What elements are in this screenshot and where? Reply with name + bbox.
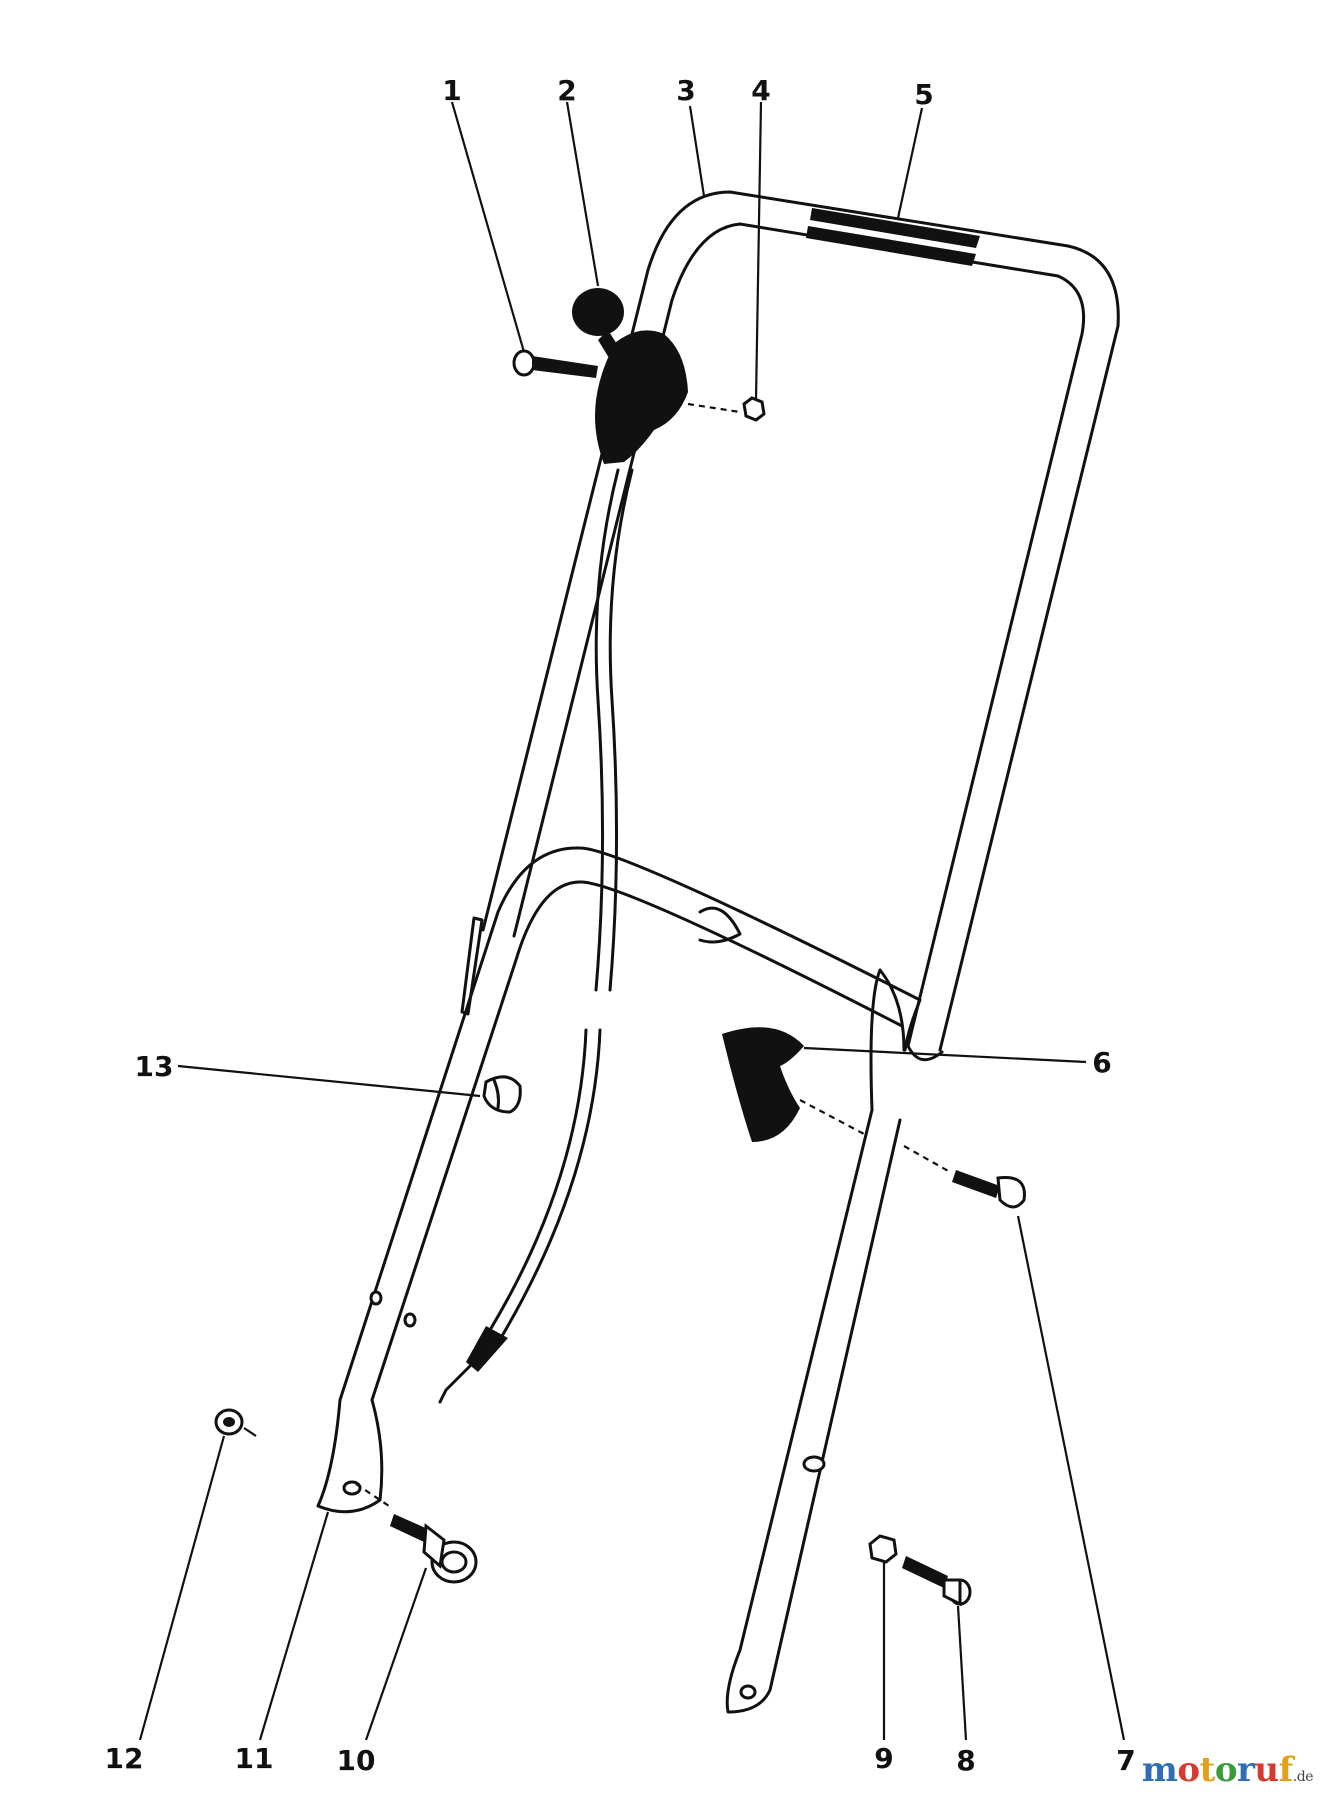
watermark-letter: u	[1254, 1750, 1279, 1790]
nut-4	[687, 396, 766, 422]
callout-9: 9	[874, 1742, 893, 1775]
nut-9	[868, 1534, 898, 1564]
callout-6: 6	[1092, 1046, 1111, 1079]
callout-5: 5	[914, 78, 933, 111]
leader-lines	[138, 101, 1126, 1741]
control-lever	[572, 288, 688, 464]
bushing-13	[482, 1075, 522, 1114]
callout-13: 13	[135, 1050, 174, 1083]
watermark-suffix: .de	[1292, 1769, 1314, 1785]
watermark-letter: o	[1214, 1750, 1238, 1790]
callout-2: 2	[557, 74, 576, 107]
watermark-letter: o	[1177, 1750, 1200, 1790]
control-cable	[438, 468, 634, 1404]
grip	[806, 208, 980, 266]
watermark-letter: m	[1141, 1750, 1178, 1790]
callout-1: 1	[442, 74, 461, 107]
callout-4: 4	[751, 74, 770, 107]
callout-7: 7	[1116, 1744, 1135, 1777]
watermark-logo: motoruf.de	[1142, 1750, 1314, 1790]
shoulder-bolt-10	[355, 1483, 478, 1584]
bolt-8	[902, 1556, 972, 1607]
callout-12: 12	[105, 1742, 144, 1775]
callout-3: 3	[676, 74, 695, 107]
watermark-letter: t	[1199, 1750, 1216, 1790]
carriage-bolt-7	[903, 1145, 1026, 1209]
bolt-1	[512, 349, 598, 378]
callout-8: 8	[956, 1744, 975, 1777]
nut-12	[214, 1408, 257, 1437]
watermark-letter: r	[1237, 1750, 1255, 1790]
callout-numbers: 1 2 3 4 5 6 7 8 9 10 11 12 13	[105, 74, 1136, 1777]
lower-handle	[316, 846, 922, 1714]
knob-6	[722, 1027, 865, 1142]
watermark-letter: f	[1278, 1750, 1294, 1790]
callout-10: 10	[337, 1744, 376, 1777]
callout-11: 11	[235, 1742, 274, 1775]
watermark-text: motoruf	[1142, 1750, 1293, 1790]
